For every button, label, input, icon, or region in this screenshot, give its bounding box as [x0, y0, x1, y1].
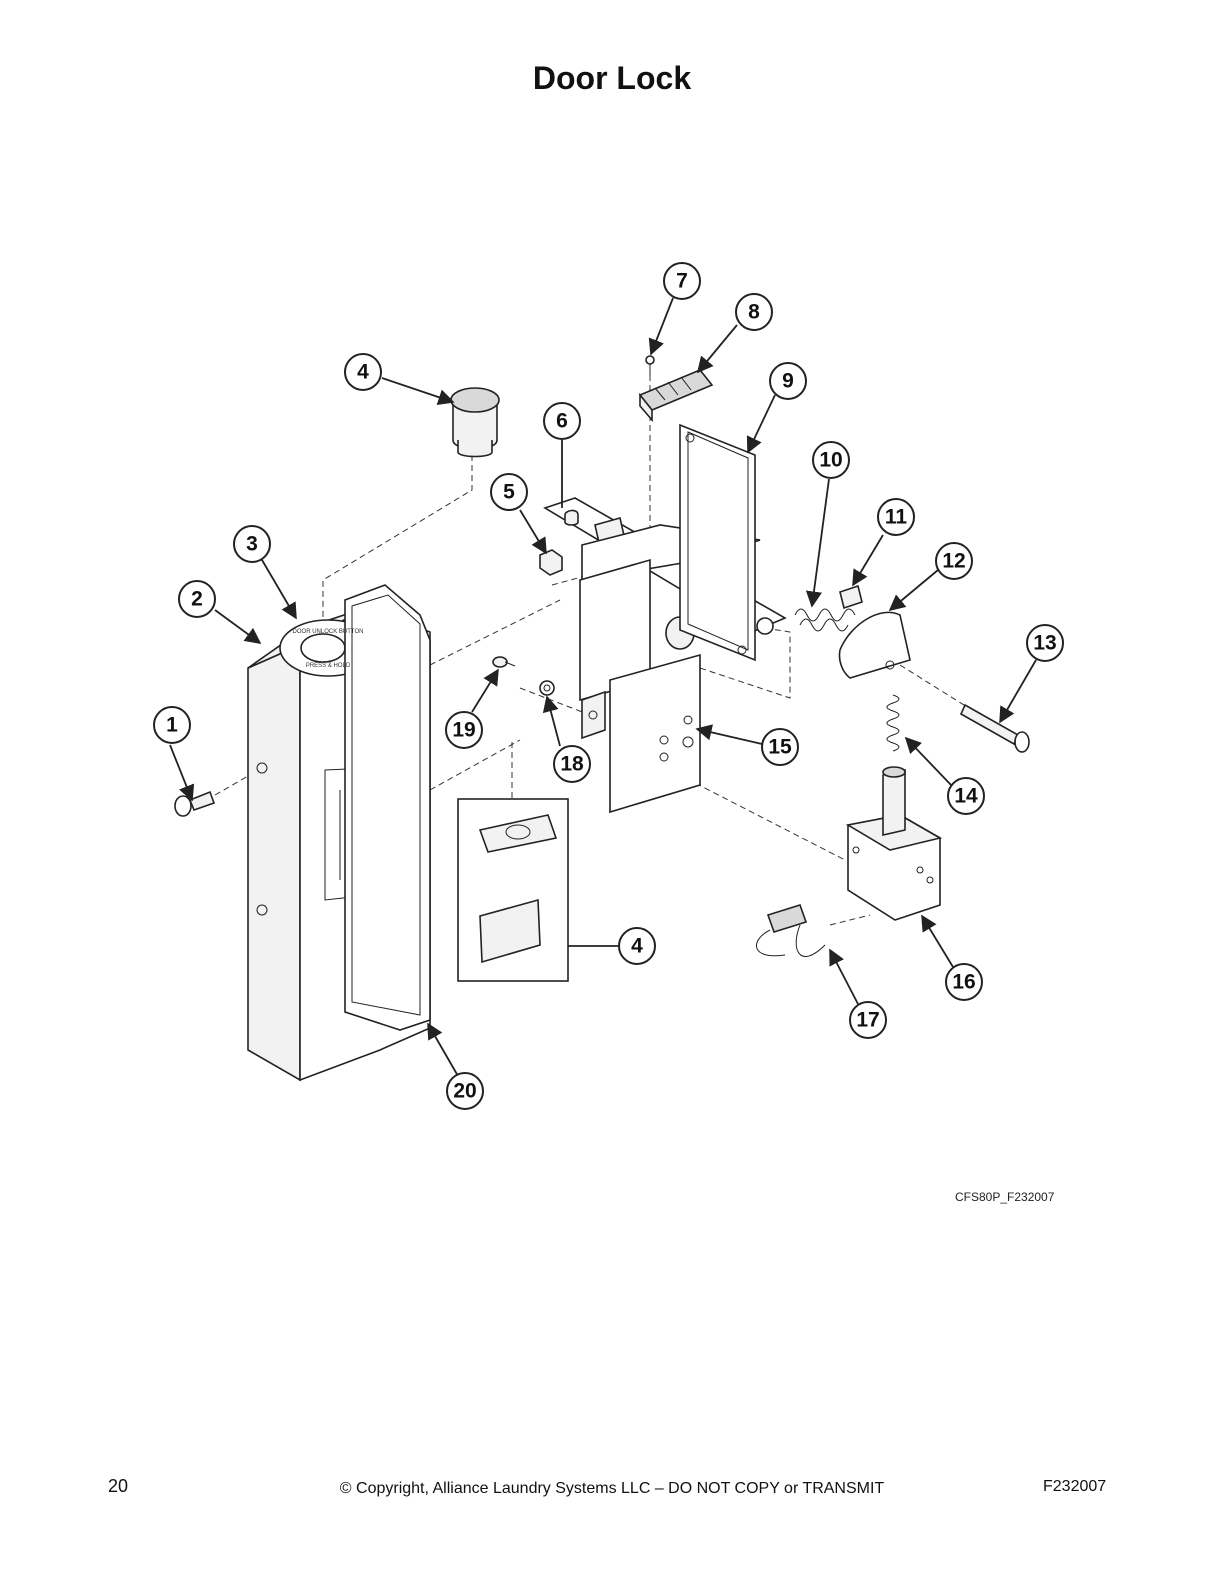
- plate-part-15: [579, 524, 761, 814]
- document-code: F232007: [1043, 1478, 1107, 1495]
- terminal-block-part-8: [638, 369, 714, 423]
- callout-20: 20: [446, 1072, 484, 1110]
- callout-16-text: 16: [952, 971, 975, 994]
- page-title: Door Lock: [532, 60, 692, 96]
- screw-part-13: [959, 703, 1030, 753]
- callout-1: 1: [153, 706, 191, 744]
- bushing-part-11: [839, 584, 863, 610]
- callout-17: 17: [849, 1001, 887, 1039]
- callout-15: 15: [761, 728, 799, 766]
- callout-8: 8: [735, 293, 773, 331]
- callout-5-text: 5: [503, 481, 515, 504]
- callout-19: 19: [445, 711, 483, 749]
- leader-lines: [169, 297, 1037, 1077]
- callout-4-text: 4: [357, 361, 369, 384]
- callout-2-text: 2: [191, 588, 203, 611]
- callout-14: 14: [947, 777, 985, 815]
- callout-13: 13: [1026, 624, 1064, 662]
- spring-part-14: [886, 694, 900, 752]
- callout-20-text: 20: [453, 1080, 476, 1103]
- callout-18: 18: [553, 745, 591, 783]
- button-bezel-label: DOOR UNLOCK BUTTON: [293, 629, 364, 635]
- callout-6: 6: [543, 402, 581, 440]
- page-number: 20: [108, 1476, 129, 1496]
- callout-16: 16: [945, 963, 983, 1001]
- callout-4-button: 4: [344, 353, 382, 391]
- callout-12: 12: [935, 542, 973, 580]
- callout-4b-text: 4: [631, 935, 643, 958]
- washer-part-18: [539, 680, 555, 696]
- callout-15-text: 15: [768, 736, 792, 759]
- callout-19-text: 19: [452, 719, 475, 742]
- callout-17-text: 17: [856, 1009, 879, 1032]
- callout-18-text: 18: [560, 753, 584, 776]
- gasket-part-20: [344, 584, 431, 1031]
- screw-part-7: [645, 355, 655, 376]
- push-button-part-4: [450, 387, 500, 458]
- callout-8-text: 8: [748, 301, 760, 324]
- suppressor-part-17: [756, 904, 826, 957]
- figure-id: CFS80P_F232007: [955, 1190, 1055, 1204]
- callout-1-text: 1: [166, 714, 178, 737]
- callout-10: 10: [812, 441, 850, 479]
- cam-part-12: [838, 611, 911, 679]
- button-bezel-sublabel: PRESS & HOLD: [306, 663, 351, 669]
- callout-9: 9: [769, 362, 807, 400]
- callout-6-text: 6: [556, 410, 568, 433]
- callout-2: 2: [178, 580, 216, 618]
- callout-9-text: 9: [782, 370, 794, 393]
- callout-4-contact-block: 4: [618, 927, 656, 965]
- callout-5: 5: [490, 473, 528, 511]
- callout-13-text: 13: [1033, 632, 1056, 655]
- contact-block-part-4: [457, 798, 569, 982]
- screw-part-1: [174, 790, 216, 817]
- callout-3: 3: [233, 525, 271, 563]
- callout-14-text: 14: [954, 785, 978, 808]
- callout-10-text: 10: [819, 449, 842, 472]
- spring-part-10: [794, 608, 856, 632]
- callout-12-text: 12: [942, 550, 965, 573]
- callout-7-text: 7: [676, 270, 688, 293]
- nut-part-5: [539, 549, 563, 576]
- solenoid-part-16: [845, 766, 943, 921]
- copyright-notice: © Copyright, Alliance Laundry Systems LL…: [339, 1480, 885, 1497]
- circuit-board-part-9: [679, 423, 756, 662]
- callout-3-text: 3: [246, 533, 258, 556]
- callout-7: 7: [663, 262, 701, 300]
- callout-11: 11: [877, 498, 915, 536]
- callout-11-text: 11: [885, 506, 908, 529]
- screw-part-19: [492, 656, 516, 668]
